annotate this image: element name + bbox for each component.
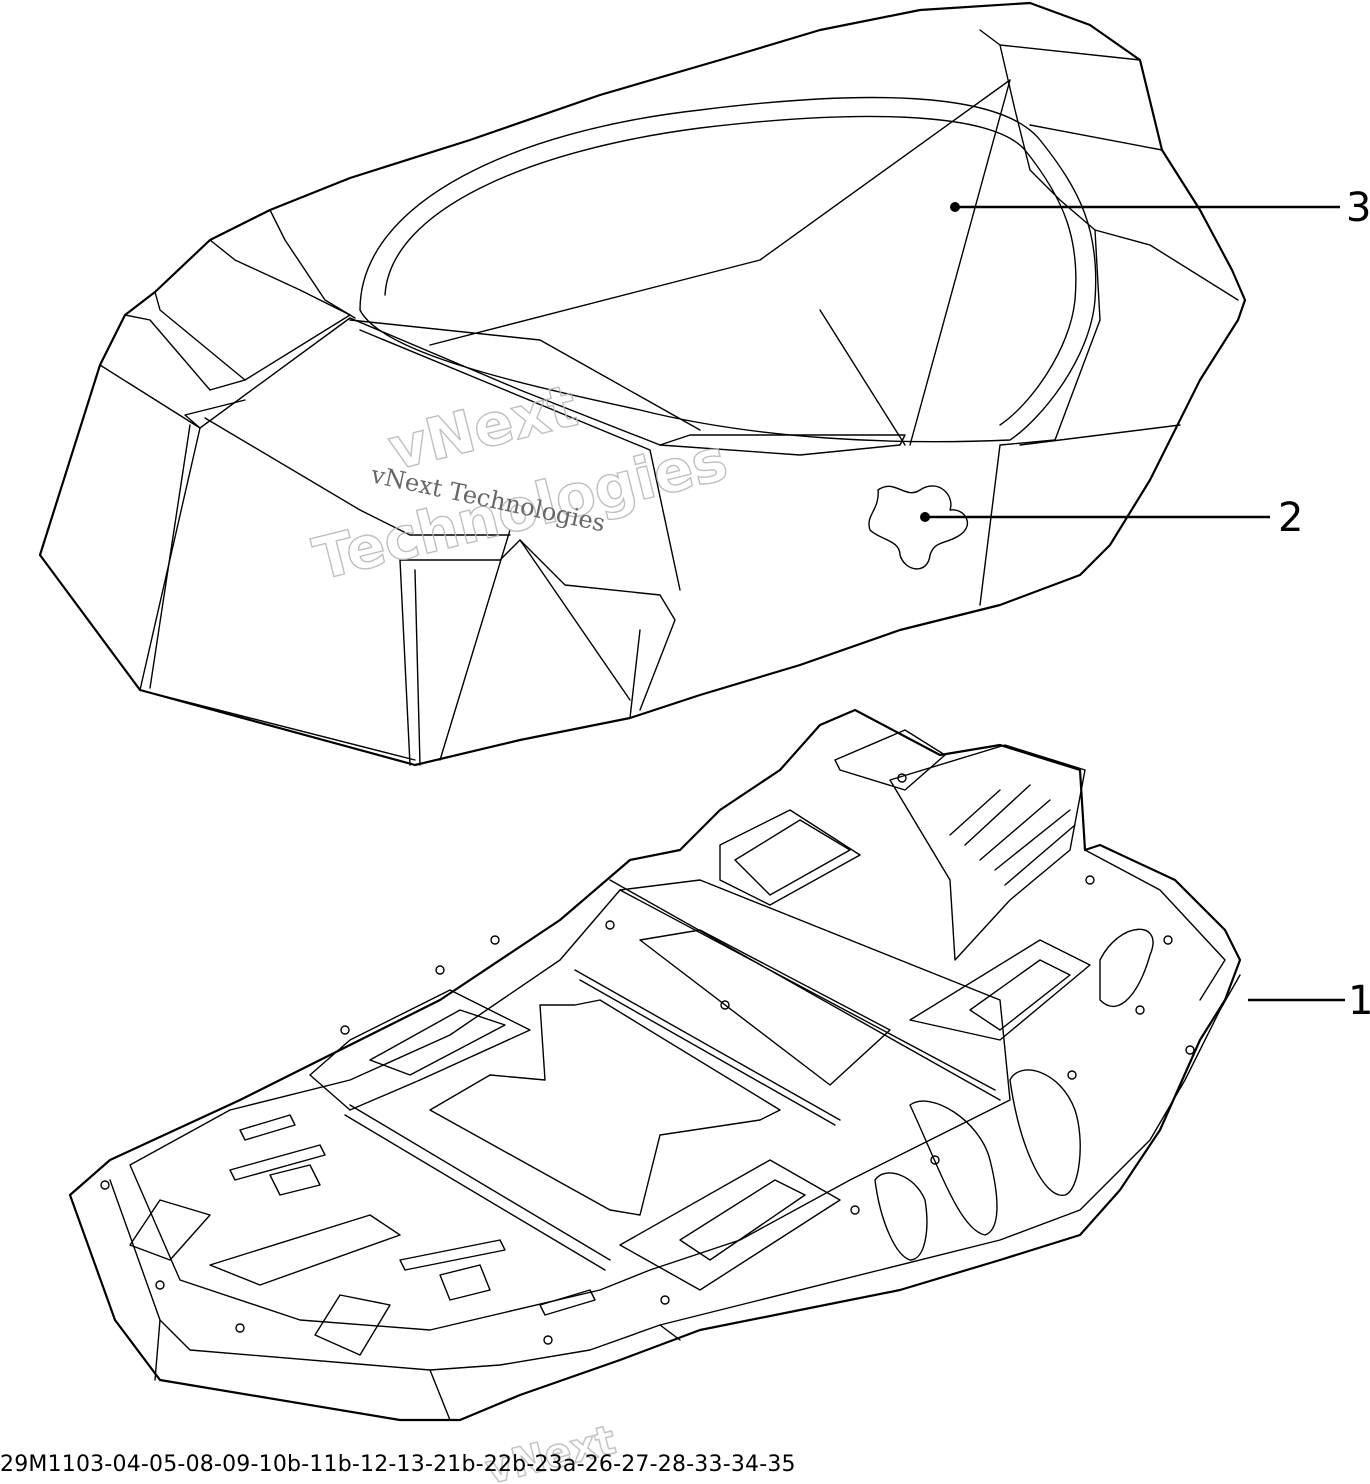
callout-2: 2 [920, 495, 1303, 541]
callout-1: 1 [1248, 978, 1370, 1024]
seat-base-drawing [68, 708, 1242, 1422]
callout-1-label: 1 [1348, 978, 1370, 1024]
diagram-reference-code: 29M1103-04-05-08-09-10b-11b-12-13-21b-22… [0, 1452, 796, 1477]
callout-2-label: 2 [1278, 495, 1303, 541]
callout-3-label: 3 [1346, 185, 1370, 231]
watermark: vNext Technologies vNext Technologies vN… [306, 371, 734, 1484]
seat-cover-drawing [38, 1, 1247, 767]
callout-3: 3 [950, 185, 1370, 231]
